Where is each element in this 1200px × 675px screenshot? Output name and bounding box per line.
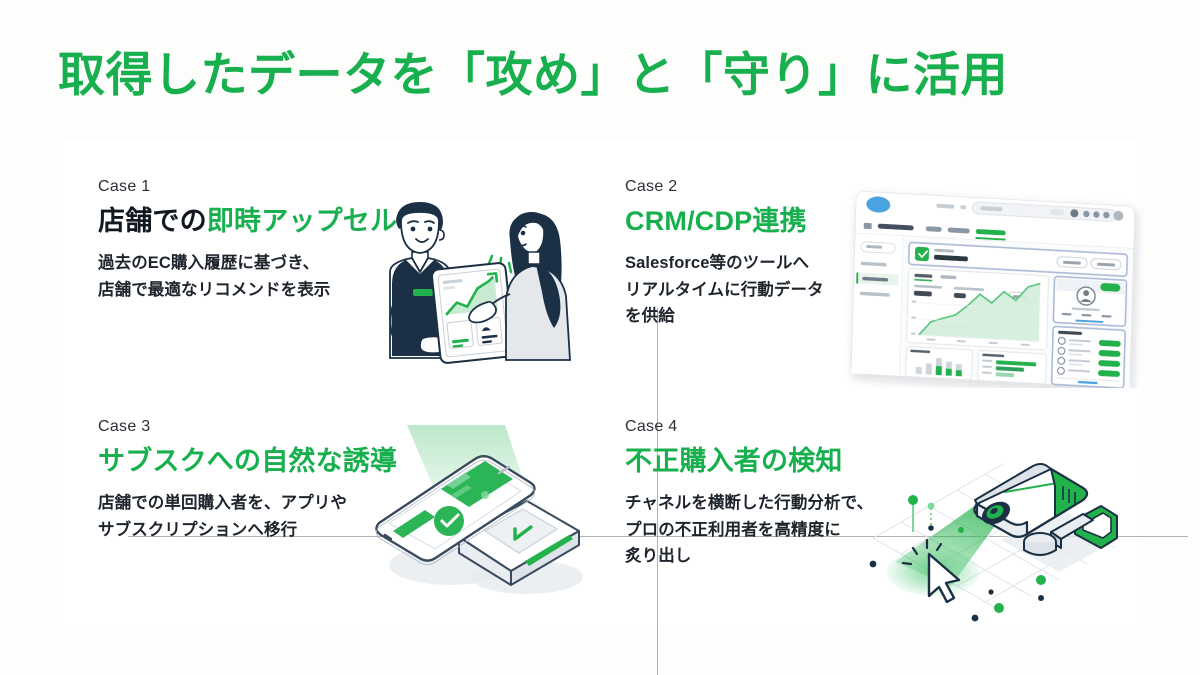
security-camera xyxy=(973,463,1118,556)
crm-dashboard-illustration xyxy=(843,183,1143,389)
case-4-body-line: 炙り出し xyxy=(625,547,692,566)
case-1-body: 過去のEC購入履歴に基づき、 店舗で最適なリコメンドを表示 xyxy=(98,250,598,303)
case-1-label: Case 1 xyxy=(98,178,151,195)
case-4-body: チャネルを横断した行動分析で、 プロの不正利用者を高精度に 炙り出し xyxy=(625,490,1145,570)
case-3-body: 店舗での単回購入者を、アプリや サブスクリプションへ移行 xyxy=(98,490,598,543)
payment-terminal xyxy=(458,500,580,586)
case-1-body-line: 店舗で最適なリコメンドを表示 xyxy=(98,280,331,299)
case-2-body-line: Salesforce等のツールへ xyxy=(625,254,810,273)
case-1-title: 店舗での即時アップセル xyxy=(98,206,598,237)
case-2-block: Case 2 CRM/CDP連携 Salesforce等のツールへ リアルタイム… xyxy=(625,178,1145,388)
case-3-title: サブスクへの自然な誘導 xyxy=(98,446,398,476)
case-4-title: 不正購入者の検知 xyxy=(625,446,843,476)
case-1-title-plain: 店舗での xyxy=(98,206,207,236)
check-circle-icon xyxy=(434,506,464,536)
salesforce-cloud-icon xyxy=(866,196,891,213)
security-camera-cursor-illustration xyxy=(855,420,1135,625)
case-4-label: Case 4 xyxy=(625,418,678,435)
case-2-body-line: を供給 xyxy=(625,307,675,326)
case-2-title: CRM/CDP連携 xyxy=(625,206,807,236)
case-2-body-line: リアルタイムに行動データ xyxy=(625,280,824,299)
check-icon xyxy=(513,525,533,541)
case-1-body-line: 過去のEC購入履歴に基づき、 xyxy=(98,254,320,273)
smartphone-payment-terminal-illustration xyxy=(355,425,605,620)
case-1-title-accent: 即時アップセル xyxy=(206,206,398,236)
store-clerk-tablet-illustration xyxy=(360,188,580,386)
page-title: 取得したデータを「攻め」と「守り」に活用 xyxy=(58,48,1008,101)
cursor-icon xyxy=(901,538,961,604)
case-4-body-line: プロの不正利用者を高精度に xyxy=(625,520,841,539)
case-3-body-line: サブスクリプションへ移行 xyxy=(98,520,298,539)
case-2-label: Case 2 xyxy=(625,178,678,195)
case-3-block: Case 3 サブスクへの自然な誘導 店舗での単回購入者を、アプリや サブスクリ… xyxy=(98,418,598,623)
horizontal-divider xyxy=(128,536,1188,537)
data-points xyxy=(869,495,1046,622)
smartphone xyxy=(375,455,536,565)
vertical-divider xyxy=(657,308,658,675)
case-1-block: Case 1 店舗での即時アップセル 過去のEC購入履歴に基づき、 店舗で最適な… xyxy=(98,178,598,388)
case-3-label: Case 3 xyxy=(98,418,151,435)
case-4-block: Case 4 不正購入者の検知 チャネルを横断した行動分析で、 プロの不正利用者… xyxy=(625,418,1145,623)
case-4-body-line: チャネルを横断した行動分析で、 xyxy=(625,494,874,513)
case-3-body-line: 店舗での単回購入者を、アプリや xyxy=(98,494,347,513)
case-2-body: Salesforce等のツールへ リアルタイムに行動データ を供給 xyxy=(625,250,1145,330)
